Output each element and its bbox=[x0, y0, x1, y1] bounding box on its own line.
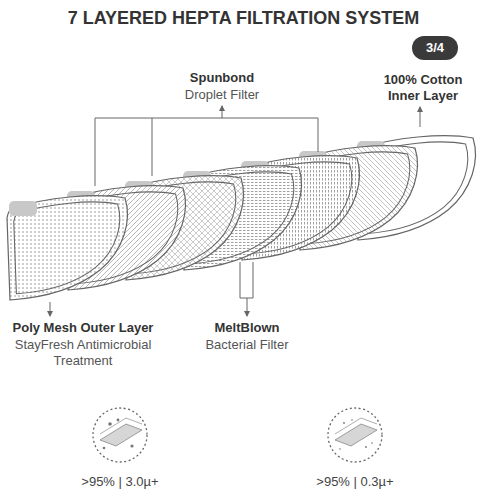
node-text: 3/4 bbox=[426, 40, 444, 56]
layer-name: Poly Mesh Outer Layer bbox=[3, 320, 163, 336]
layer-name: 100% Cotton Inner Layer bbox=[378, 72, 468, 104]
layer-description: Bacterial Filter bbox=[172, 337, 322, 353]
page-badge: 3/4 bbox=[412, 36, 458, 60]
layer-description: StayFresh Antimicrobial Treatment bbox=[3, 337, 163, 369]
particulate-icon-caption: >95% | 0.3µ+ bbox=[285, 474, 425, 490]
layer-name: MeltBlown bbox=[172, 320, 322, 336]
layer-description: Droplet Filter bbox=[152, 87, 292, 103]
layer-name: Spunbond bbox=[152, 70, 292, 86]
bacterial-icon-caption: >95% | 3.0µ+ bbox=[50, 474, 190, 490]
diagram-title: 7 LAYERED HEPTA FILTRATION SYSTEM bbox=[0, 8, 487, 29]
node-text: >95% | 3.0µ+ bbox=[50, 474, 190, 490]
node-text: >95% | 0.3µ+ bbox=[285, 474, 425, 490]
